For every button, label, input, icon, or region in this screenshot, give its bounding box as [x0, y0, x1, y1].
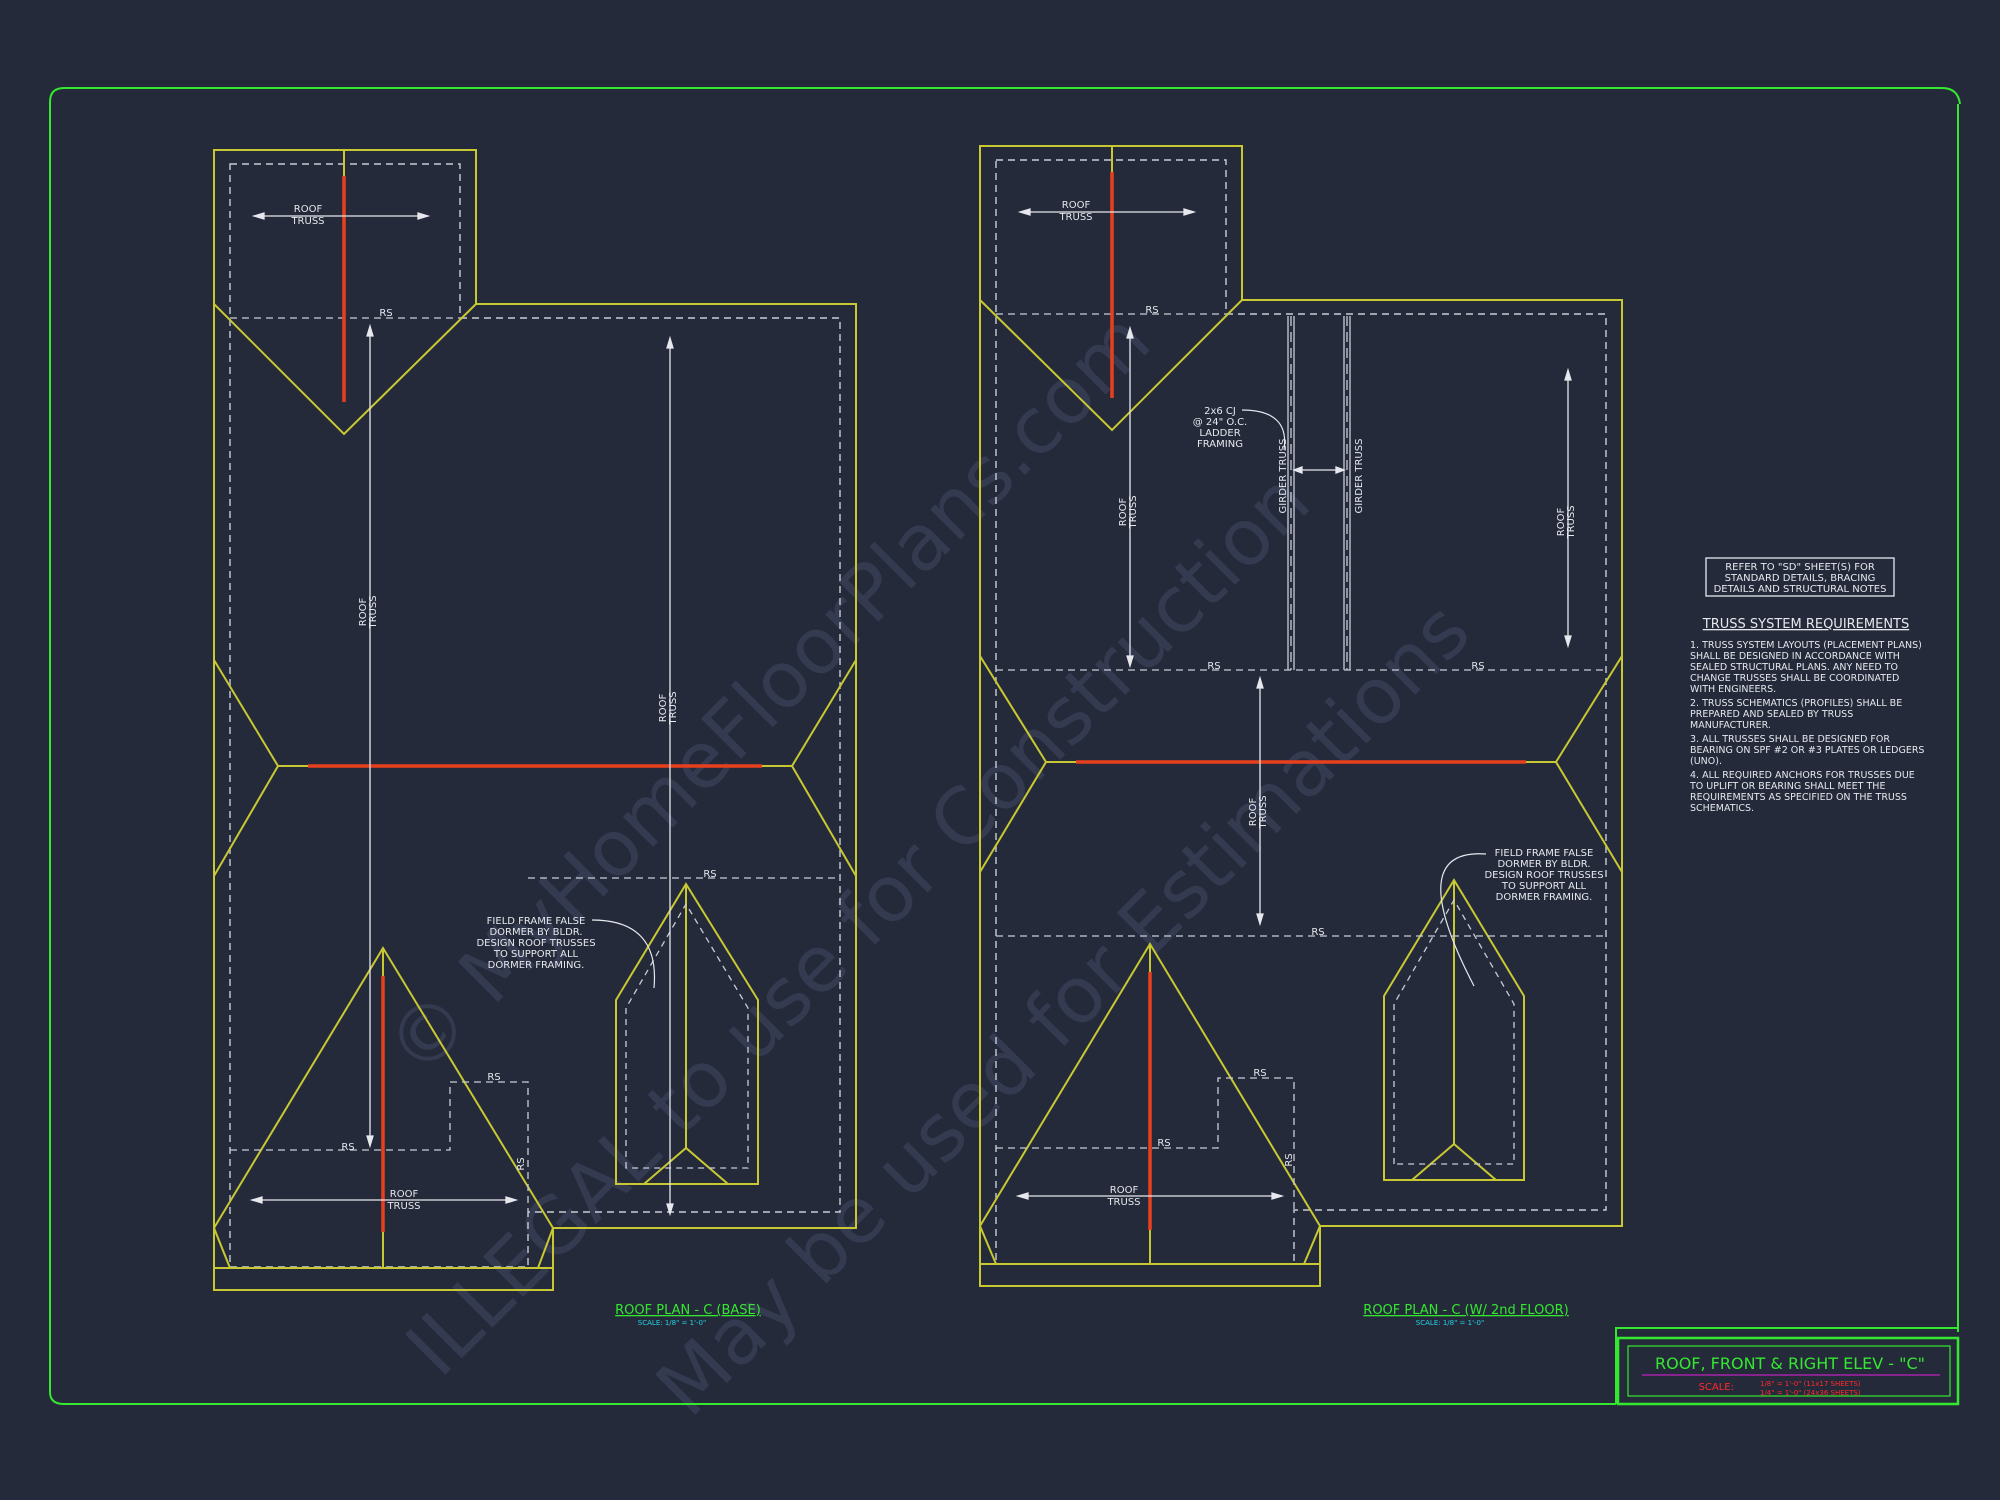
- rs-label: RS: [1471, 661, 1484, 672]
- truss-label-right-e: ROOF: [1248, 798, 1259, 827]
- dashed-lines-right: [996, 313, 1606, 1210]
- plan-title-left: ROOF PLAN - C (BASE): [615, 1303, 761, 1318]
- truss-system-requirements: TRUSS SYSTEM REQUIREMENTS 1. TRUSS SYSTE…: [1689, 617, 1924, 814]
- note-line: @ 24" O.C.: [1193, 417, 1248, 428]
- roof-outline-left: [213, 149, 857, 1291]
- truss-label-right-d: ROOF: [1556, 508, 1567, 537]
- truss-label-left-b: ROOF: [390, 1189, 419, 1200]
- truss-label-left-c2: TRUSS: [368, 595, 379, 629]
- rs-label: RS: [487, 1072, 500, 1083]
- plan-title-right: ROOF PLAN - C (W/ 2nd FLOOR): [1363, 1303, 1568, 1318]
- rs-label: RS: [703, 869, 716, 880]
- rs-label: RS: [1145, 305, 1158, 316]
- requirement-line: SCHEMATICS.: [1690, 803, 1754, 814]
- refer-line: REFER TO "SD" SHEET(S) FOR: [1725, 562, 1875, 573]
- requirement-line: 4. ALL REQUIRED ANCHORS FOR TRUSSES DUE: [1690, 770, 1915, 781]
- truss-label-right-d2: TRUSS: [1566, 505, 1577, 539]
- dormer-note-left: FIELD FRAME FALSE DORMER BY BLDR. DESIGN…: [476, 916, 595, 971]
- sheet-scale-line-1: 1/8" = 1'-0" (11x17 SHEETS): [1760, 1380, 1861, 1388]
- refer-to-sd-box: REFER TO "SD" SHEET(S) FOR STANDARD DETA…: [1705, 557, 1895, 597]
- truss-label-right-a: ROOF: [1062, 200, 1091, 211]
- rs-label: RS: [341, 1142, 354, 1153]
- note-line: TO SUPPORT ALL: [493, 949, 579, 960]
- refer-line: STANDARD DETAILS, BRACING: [1725, 573, 1876, 584]
- note-line: DESIGN ROOF TRUSSES: [1484, 870, 1603, 881]
- truss-arrows-left: [249, 212, 674, 1217]
- truss-label-left-d2: TRUSS: [668, 691, 679, 725]
- plan-scale-left: SCALE: 1/8" = 1'-0": [638, 1319, 706, 1327]
- dormer-dashed-left: [625, 902, 749, 1169]
- note-line: FIELD FRAME FALSE: [487, 916, 586, 927]
- roof-outline-right: [979, 145, 1623, 1287]
- requirement-line: TO UPLIFT OR BEARING SHALL MEET THE: [1689, 781, 1885, 792]
- requirement-line: 2. TRUSS SCHEMATICS (PROFILES) SHALL BE: [1690, 698, 1902, 709]
- sheet-title: ROOF, FRONT & RIGHT ELEV - "C": [1655, 1354, 1925, 1373]
- requirement-line: PREPARED AND SEALED BY TRUSS: [1690, 709, 1853, 720]
- note-line: TO SUPPORT ALL: [1501, 881, 1587, 892]
- truss-label-right-a2: TRUSS: [1058, 212, 1092, 223]
- plan-scale-right: SCALE: 1/8" = 1'-0": [1416, 1319, 1484, 1327]
- ridge-lines-left: [308, 176, 762, 1232]
- rs-label: RS: [1207, 661, 1220, 672]
- requirement-line: SHALL BE DESIGNED IN ACCORDANCE WITH: [1690, 651, 1900, 662]
- truss-label-right-e2: TRUSS: [1258, 795, 1269, 829]
- sheet-border: [49, 87, 1961, 1405]
- ladder-framing-note: 2x6 CJ @ 24" O.C. LADDER FRAMING: [1193, 406, 1248, 450]
- truss-label-left-c: ROOF: [358, 598, 369, 627]
- truss-label-left-a2: TRUSS: [290, 216, 324, 227]
- requirement-line: (UNO).: [1690, 756, 1722, 767]
- note-line: DORMER BY BLDR.: [1497, 859, 1590, 870]
- note-line: DESIGN ROOF TRUSSES: [476, 938, 595, 949]
- rs-label: RS: [1284, 1153, 1295, 1166]
- dormer-dashed-right: [1393, 898, 1515, 1165]
- rs-label: RS: [1157, 1138, 1170, 1149]
- note-line: 2x6 CJ: [1204, 406, 1236, 417]
- roof-plan-left: ROOF TRUSS ROOF TRUSS ROOF TRUSS ROOF TR…: [213, 149, 857, 1327]
- rs-label: RS: [516, 1157, 527, 1170]
- rs-label: RS: [379, 308, 392, 319]
- sheet-scale-line-2: 1/4" = 1'-0" (24x36 SHEETS): [1760, 1389, 1861, 1397]
- requirement-line: SEALED STRUCTURAL PLANS. ANY NEED TO: [1690, 662, 1898, 673]
- truss-label-left-d: ROOF: [658, 694, 669, 723]
- requirement-line: 3. ALL TRUSSES SHALL BE DESIGNED FOR: [1690, 734, 1890, 745]
- note-line: FIELD FRAME FALSE: [1495, 848, 1594, 859]
- rs-label: RS: [1311, 927, 1324, 938]
- requirement-line: WITH ENGINEERS.: [1690, 684, 1776, 695]
- note-line: LADDER: [1199, 428, 1240, 439]
- note-line: DORMER FRAMING.: [488, 960, 585, 971]
- hip-lines-left: [213, 303, 857, 1269]
- dormer-note-right: FIELD FRAME FALSE DORMER BY BLDR. DESIGN…: [1484, 848, 1603, 903]
- ridge-lines-right: [1076, 172, 1526, 1230]
- rs-label: RS: [1253, 1068, 1266, 1079]
- note-line: DORMER FRAMING.: [1496, 892, 1593, 903]
- truss-label-right-c: ROOF: [1118, 498, 1129, 527]
- requirement-line: REQUIREMENTS AS SPECIFIED ON THE TRUSS: [1690, 792, 1907, 803]
- truss-label-left-b2: TRUSS: [386, 1201, 420, 1212]
- truss-label-right-c2: TRUSS: [1128, 495, 1139, 529]
- truss-label-right-b2: TRUSS: [1106, 1197, 1140, 1208]
- sheet-scale-label: SCALE:: [1699, 1382, 1734, 1393]
- truss-label-right-b: ROOF: [1110, 1185, 1139, 1196]
- note-line: DORMER BY BLDR.: [489, 927, 582, 938]
- requirement-line: MANUFACTURER.: [1690, 720, 1771, 731]
- refer-line: DETAILS AND STRUCTURAL NOTES: [1714, 584, 1887, 595]
- requirements-heading: TRUSS SYSTEM REQUIREMENTS: [1702, 617, 1910, 632]
- title-block: ROOF, FRONT & RIGHT ELEV - "C" SCALE: 1/…: [1616, 1336, 1960, 1406]
- roof-plan-right: ROOF TRUSS ROOF TRUSS ROOF TRUSS ROOF TR…: [979, 145, 1623, 1327]
- note-line: FRAMING: [1197, 439, 1243, 450]
- girder-truss-label: GIRDER TRUSS: [1354, 439, 1365, 514]
- truss-label-left-a: ROOF: [294, 204, 323, 215]
- requirement-line: CHANGE TRUSSES SHALL BE COORDINATED: [1690, 673, 1899, 684]
- girder-trusses: [1287, 316, 1351, 670]
- requirement-line: 1. TRUSS SYSTEM LAYOUTS (PLACEMENT PLANS…: [1690, 640, 1922, 651]
- requirement-line: BEARING ON SPF #2 OR #3 PLATES OR LEDGER…: [1690, 745, 1924, 756]
- truss-arrows-right: [1015, 208, 1572, 1200]
- girder-truss-label: GIRDER TRUSS: [1278, 439, 1289, 514]
